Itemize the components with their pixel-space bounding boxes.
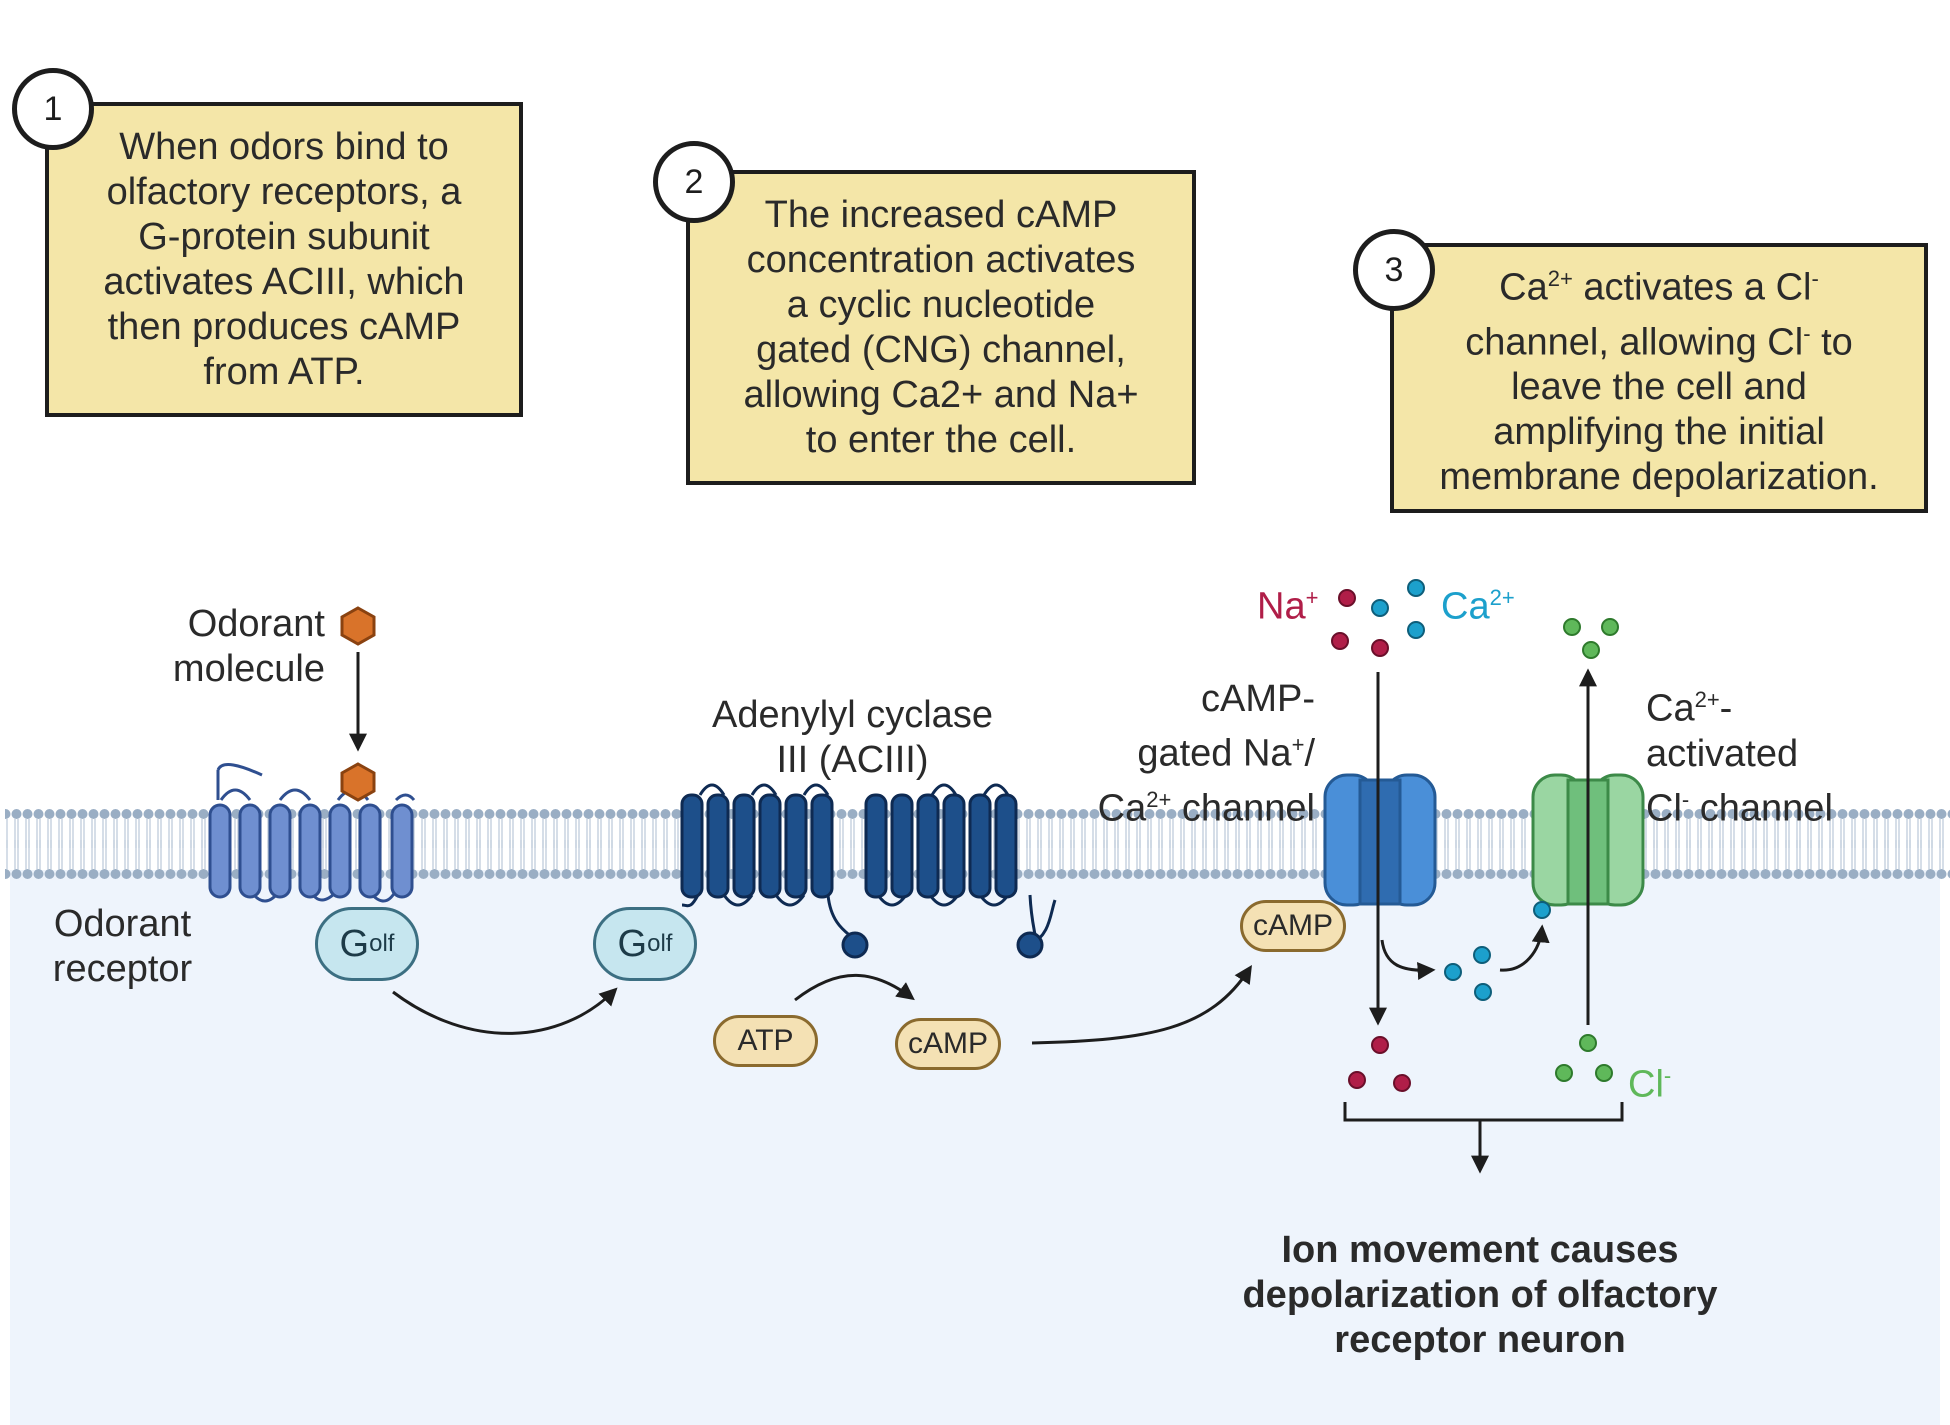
step-3-number: 3	[1353, 229, 1435, 311]
na-ions-outside	[1331, 589, 1389, 657]
camp-pill-channel: cAMP	[1240, 900, 1346, 952]
ca-branch-arrow	[1380, 939, 1436, 980]
ca-ions-inside	[1444, 901, 1551, 1001]
cl-channel-label: Ca2+- activated Cl- channel	[1646, 687, 1833, 830]
cl-ions-inside	[1555, 1034, 1613, 1082]
conclusion-text: Ion movement causes depolarization of ol…	[1242, 1229, 1718, 1361]
ca-ion-label: Ca2+	[1441, 585, 1515, 628]
na-ions-inside	[1348, 1036, 1411, 1092]
odorant-molecule-hexagon	[340, 606, 376, 646]
na-ion-label: Na+	[1257, 585, 1319, 628]
atp-pill: ATP	[713, 1015, 818, 1067]
step-1-text: When odors bind to olfactory receptors, …	[103, 125, 465, 393]
step-2-text: The increased cAMP concentration activat…	[743, 193, 1139, 461]
cl-ions-outside	[1563, 618, 1619, 659]
odorant-molecule-label: Odorant molecule	[172, 603, 325, 690]
adenylyl-cyclase-label: Adenylyl cyclase III (ACIII)	[712, 694, 993, 781]
step-3-box: Ca2+ activates a Cl- channel, allowing C…	[1390, 243, 1928, 513]
cl-ion-label: Cl-	[1628, 1063, 1672, 1106]
step-1-box: When odors bind to olfactory receptors, …	[45, 102, 523, 417]
odorant-receptor-label: Odorant receptor	[52, 903, 193, 990]
golf-translocation-arrow	[392, 987, 618, 1035]
adenylyl-cyclase-III	[680, 783, 1057, 959]
camp-to-channel-arrow	[1031, 964, 1252, 1045]
cng-channel	[1323, 773, 1437, 907]
summary-bracket	[1343, 1102, 1624, 1122]
atp-to-camp-arrow	[794, 973, 915, 1002]
cng-channel-label: cAMP- gated Na+/ Ca2+ channel	[1097, 678, 1315, 830]
odorant-receptor	[208, 763, 416, 903]
camp-pill-product: cAMP	[895, 1018, 1001, 1070]
step-2-box: The increased cAMP concentration activat…	[686, 170, 1196, 485]
ca-to-cl-channel-arrow	[1499, 924, 1550, 972]
step-3-text: Ca2+ activates a Cl- channel, allowing C…	[1439, 265, 1879, 499]
step-1-number: 1	[12, 68, 94, 150]
bound-odorant-hexagon	[340, 762, 376, 802]
step-2-number: 2	[653, 141, 735, 223]
ca-ions-outside	[1371, 579, 1425, 639]
